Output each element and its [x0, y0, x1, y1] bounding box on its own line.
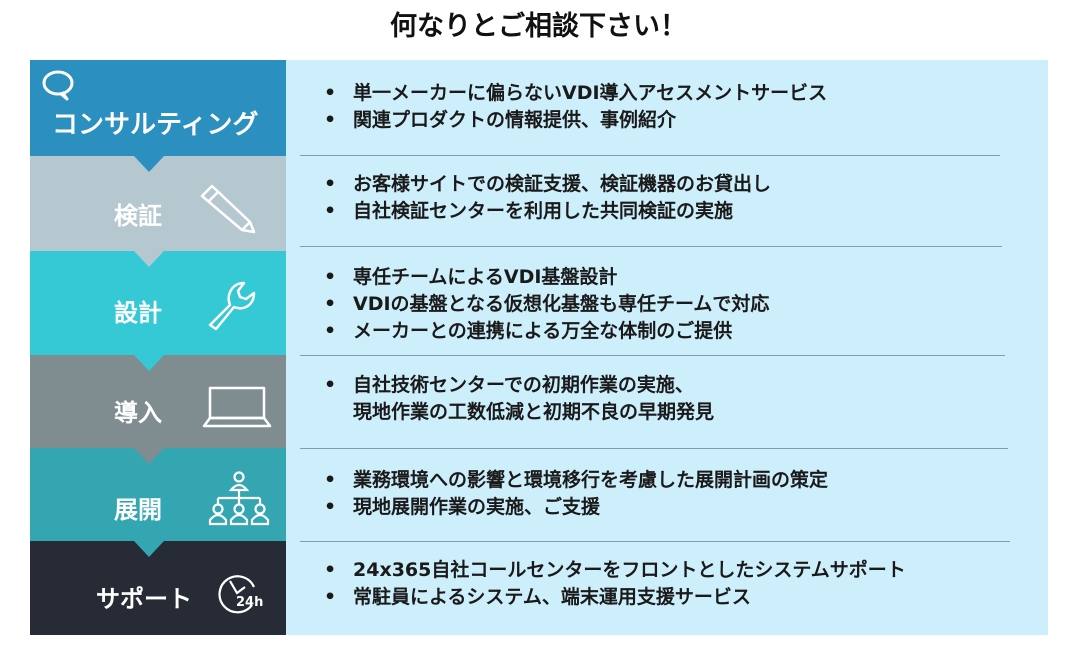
- stage-label-consulting: コンサルティング: [52, 110, 259, 140]
- stage-introduction: 導入: [30, 355, 286, 448]
- bullet-list-introduction: 自社技術センターでの初期作業の実施、 現地作業の工数低減と初期不良の早期発見: [320, 372, 714, 426]
- bullet-list-verification: お客様サイトでの検証支援、検証機器のお貸出し 自社検証センターを利用した共同検証…: [320, 171, 771, 225]
- flow-arrow: [134, 541, 164, 557]
- divider: [300, 246, 1002, 247]
- bullet-list-consulting: 単一メーカーに偏らないVDI導入アセスメントサービス 関連プロダクトの情報提供、…: [320, 80, 827, 134]
- divider: [300, 355, 1005, 356]
- stage-label-design: 設計: [114, 299, 162, 327]
- list-item: 自社検証センターを利用した共同検証の実施: [320, 198, 771, 225]
- stage-label-introduction: 導入: [114, 399, 162, 427]
- stage-design: 設計: [30, 251, 286, 355]
- stage-verification: 検証: [30, 156, 286, 251]
- flow-arrow: [134, 156, 164, 172]
- list-item: 現地展開作業の実施、ご支援: [320, 494, 828, 521]
- list-item: 単一メーカーに偏らないVDI導入アセスメントサービス: [320, 80, 827, 107]
- clock-24h-label: 24h: [236, 595, 264, 610]
- stage-consulting: コンサルティング: [30, 60, 286, 156]
- speech-bubble-icon: [40, 68, 76, 106]
- list-item: メーカーとの連携による万全な体制のご提供: [320, 318, 769, 345]
- list-item: お客様サイトでの検証支援、検証機器のお貸出し: [320, 171, 771, 198]
- flow-arrow: [134, 355, 164, 371]
- list-item: 自社技術センターでの初期作業の実施、: [320, 372, 714, 399]
- pencil-icon: [198, 182, 258, 238]
- stage-label-support: サポート: [96, 585, 192, 613]
- page-title: 何なりとご相談下さい！: [390, 11, 687, 42]
- wrench-icon: [204, 277, 260, 337]
- stage-label-deployment: 展開: [114, 496, 162, 524]
- bullet-list-deployment: 業務環境への影響と環境移行を考慮した展開計画の策定 現地展開作業の実施、ご支援: [320, 467, 828, 521]
- bullet-list-design: 専任チームによるVDI基盤設計 VDIの基盤となる仮想化基盤も専任チームで対応 …: [320, 264, 769, 345]
- flow-arrow: [134, 448, 164, 464]
- list-item: 常駐員によるシステム、端末運用支援サービス: [320, 584, 906, 611]
- list-item-continuation: 現地作業の工数低減と初期不良の早期発見: [353, 401, 715, 423]
- list-item: 関連プロダクトの情報提供、事例紹介: [320, 107, 827, 134]
- content-panel: [286, 60, 1048, 635]
- list-item: VDIの基盤となる仮想化基盤も専任チームで対応: [320, 291, 769, 318]
- list-item: 業務環境への影響と環境移行を考慮した展開計画の策定: [320, 467, 828, 494]
- divider: [300, 155, 1000, 156]
- org-chart-icon: [208, 470, 270, 530]
- list-item: 24x365自社コールセンターをフロントとしたシステムサポート: [320, 557, 906, 584]
- stage-support: サポート 24h: [30, 541, 286, 635]
- stage-deployment: 展開: [30, 448, 286, 541]
- stage-label-verification: 検証: [114, 202, 162, 230]
- clock-24h-icon: 24h: [216, 571, 268, 619]
- divider: [300, 448, 1008, 449]
- flow-arrow: [134, 251, 164, 267]
- bullet-list-support: 24x365自社コールセンターをフロントとしたシステムサポート 常駐員によるシス…: [320, 557, 906, 611]
- list-item: 専任チームによるVDI基盤設計: [320, 264, 769, 291]
- laptop-icon: [202, 385, 272, 433]
- divider: [300, 541, 1010, 542]
